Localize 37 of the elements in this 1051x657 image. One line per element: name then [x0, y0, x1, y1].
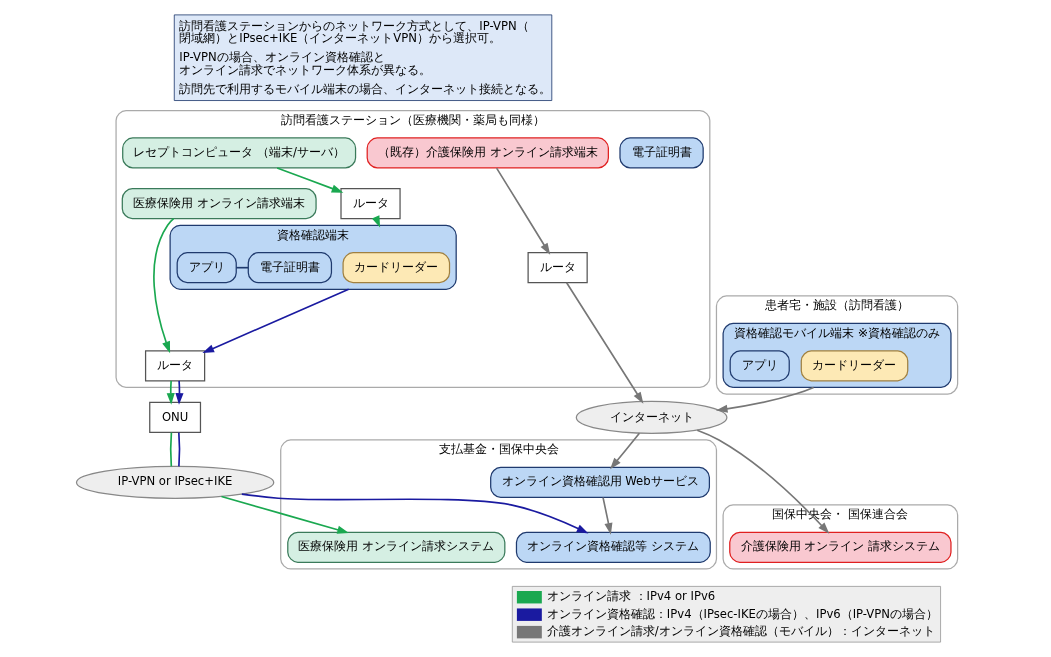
legend-label: 介護オンライン請求/オンライン資格確認（モバイル）：インターネット [546, 624, 935, 639]
legend-label: オンライン請求 ：IPv4 or IPv6 [546, 589, 715, 604]
arrow [495, 167, 550, 255]
arrow [240, 493, 588, 534]
arrow [565, 281, 643, 404]
arrow [695, 429, 829, 534]
connector [169, 431, 172, 468]
arrow [275, 167, 343, 193]
connector [177, 431, 180, 468]
node-box: 介護保険用 オンライン 請求システム [728, 531, 952, 563]
node-box: 医療保険用 オンライン請求端末 [121, 188, 317, 220]
arrow [201, 288, 349, 354]
arrow [220, 495, 349, 534]
node-box: レセプトコンピュータ （端末/サーバ） [121, 137, 356, 169]
node-box: アプリ [176, 252, 237, 284]
node-box: 電子証明書 [618, 137, 704, 169]
node-box: ルータ [144, 350, 205, 382]
label: 訪問看護ステーションからのネットワーク方式として、IP-VPN（閉域網）とIPsec+IKE（インターネットVPN）から選択可。 [178, 18, 529, 46]
arrow [601, 496, 612, 535]
node-ellipse: IP-VPN or IPsec+IKE [75, 465, 274, 499]
node-box: 医療保険用 オンライン請求システム [286, 531, 505, 563]
legend-label: オンライン資格確認：IPv4（IPsec-IKEの場合）、IPv6（IP-VPNの場合） [546, 606, 938, 621]
label: 訪問先で利用するモバイル端末の場合、インターネット接続となる。 [178, 81, 551, 96]
node-box: カードリーダー [800, 350, 908, 382]
node-box: ルータ [527, 252, 588, 284]
node-box: ONU [148, 401, 201, 434]
node-box: カードリーダー [341, 252, 450, 284]
node-box: アプリ [729, 350, 790, 382]
node-box: オンライン資格確認用 Webサービス [489, 466, 710, 498]
arrow [715, 386, 814, 413]
node-box: オンライン資格確認等 システム [515, 531, 711, 563]
node-box: 電子証明書 [247, 252, 332, 284]
label: IP-VPNの場合、オンライン資格確認とオンライン請求でネットワーク体系が異なる。 [178, 50, 431, 77]
node-box: （既存）介護保険用 オンライン請求端末 [366, 137, 609, 169]
connector [234, 266, 249, 269]
arrow [166, 380, 175, 405]
arrow [609, 432, 640, 470]
